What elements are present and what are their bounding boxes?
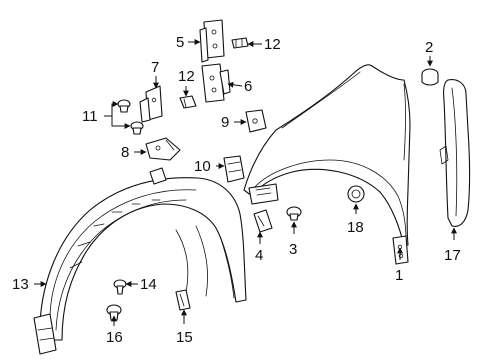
callout-9: 9 [221, 114, 229, 131]
callout-15: 15 [176, 329, 193, 346]
fastener-11-upper-part [117, 99, 131, 113]
callout-17: 17 [444, 247, 461, 264]
clip-12-upper-part [231, 37, 249, 49]
bracket-10-part [223, 155, 245, 183]
leader-6 [227, 81, 243, 88]
leader-lines [34, 39, 457, 326]
callout-16: 16 [106, 329, 123, 346]
callout-12-upper: 12 [264, 36, 281, 53]
callout-13: 13 [12, 276, 29, 293]
callout-7: 7 [151, 59, 159, 76]
callout-4: 4 [255, 247, 263, 264]
fender-part [243, 64, 411, 265]
grommet-18-part [347, 185, 365, 203]
clip-4-part [253, 209, 273, 233]
bracket-7-part [139, 85, 163, 123]
callout-2: 2 [425, 39, 433, 56]
seal-strip-part [439, 79, 471, 227]
pin-3-part [286, 206, 302, 221]
callout-5: 5 [176, 34, 184, 51]
callout-6: 6 [244, 78, 252, 95]
callout-labels: 1 2 3 4 5 6 7 8 9 10 11 12 12 13 14 15 1… [12, 34, 461, 346]
callout-1: 1 [395, 267, 403, 284]
leader-11a [104, 101, 119, 117]
callout-10: 10 [194, 158, 211, 175]
wheel-liner-part [33, 167, 247, 355]
callout-8: 8 [121, 144, 129, 161]
upper-bracket-part [199, 19, 225, 63]
fastener-11-lower-part [130, 121, 144, 135]
callout-14: 14 [140, 276, 157, 293]
nut-2-part [421, 68, 439, 86]
screw-14-part [113, 279, 127, 295]
leader-11b [111, 116, 131, 129]
bracket-8-part [145, 137, 181, 161]
bracket-6-part [201, 63, 231, 103]
callout-18: 18 [347, 219, 364, 236]
callout-3: 3 [289, 241, 297, 258]
callout-11: 11 [82, 108, 98, 125]
bracket-9-part [245, 109, 267, 133]
clip-15-part [175, 289, 191, 311]
clip-12-lower-part [179, 95, 197, 109]
callout-12-lower: 12 [178, 68, 195, 85]
